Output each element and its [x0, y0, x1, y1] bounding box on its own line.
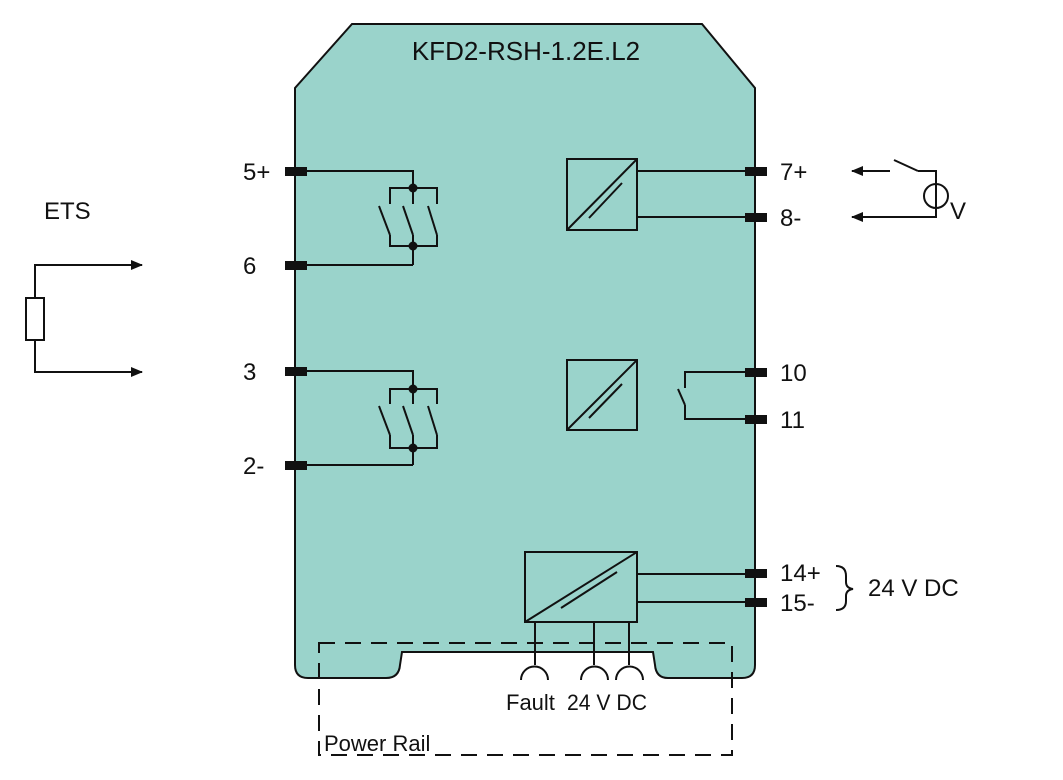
terminal-8: 8- — [745, 205, 801, 232]
terminal-10: 10 — [745, 360, 807, 387]
terminal-14: 14+ — [745, 560, 821, 587]
voltage-label: V — [950, 198, 966, 225]
terminal-5: 5+ — [243, 159, 307, 186]
ets-label: ETS — [44, 198, 91, 225]
ets-resistor-circuit — [25, 260, 143, 377]
input-switch-group-1 — [307, 170, 438, 266]
supply-label: 24 V DC — [868, 575, 959, 602]
power-rail-label: Power Rail — [324, 731, 430, 756]
terminal-2: 2- — [243, 453, 307, 480]
terminal-15: 15- — [745, 590, 815, 617]
svg-text:5+: 5+ — [243, 159, 270, 186]
terminal-11: 11 — [745, 407, 805, 434]
terminal-3: 3 — [243, 359, 307, 386]
device-title: KFD2-RSH-1.2E.L2 — [412, 36, 640, 66]
svg-text:6: 6 — [243, 253, 256, 280]
svg-text:8-: 8- — [780, 205, 801, 232]
voltage-load-circuit: V — [851, 159, 966, 225]
svg-text:14+: 14+ — [780, 560, 821, 587]
isolator-relay — [566, 359, 747, 431]
terminal-7: 7+ — [745, 159, 807, 186]
svg-text:2-: 2- — [243, 453, 264, 480]
svg-text:11: 11 — [780, 407, 805, 434]
power-rail-box — [318, 642, 733, 756]
input-switch-group-2 — [307, 370, 438, 466]
svg-text:10: 10 — [780, 360, 807, 387]
power-supply-block — [520, 551, 747, 681]
supply-brace — [835, 565, 854, 611]
svg-text:7+: 7+ — [780, 159, 807, 186]
isolator-output-1 — [566, 158, 747, 231]
rail-supply-label: 24 V DC — [567, 690, 647, 715]
fault-label: Fault — [506, 690, 555, 715]
svg-text:15-: 15- — [780, 590, 815, 617]
svg-text:3: 3 — [243, 359, 256, 386]
terminal-6: 6 — [243, 253, 307, 280]
